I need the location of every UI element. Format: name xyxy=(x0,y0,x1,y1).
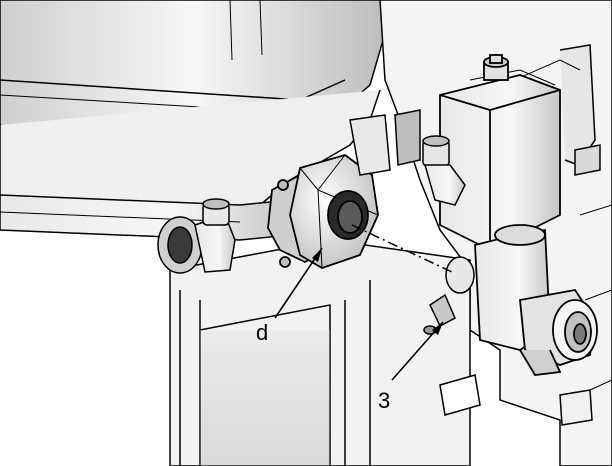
alignment-line xyxy=(351,224,453,273)
left-elbow-fitting xyxy=(157,198,236,274)
panel-slots xyxy=(439,374,593,426)
vertical-post xyxy=(349,109,421,176)
solenoid-valve-block xyxy=(439,54,561,252)
hex-nut-assembly xyxy=(267,154,379,269)
valve-outlet xyxy=(474,224,598,376)
callout-3: 3 xyxy=(378,388,390,413)
arrowhead-3 xyxy=(432,322,443,335)
leader-line-d xyxy=(274,247,323,319)
locating-pin xyxy=(423,256,475,335)
arrowhead-d xyxy=(312,248,322,262)
callout-d: d xyxy=(256,320,268,345)
lower-frame-panel xyxy=(169,239,471,466)
valve-elbow-fitting xyxy=(422,135,466,206)
